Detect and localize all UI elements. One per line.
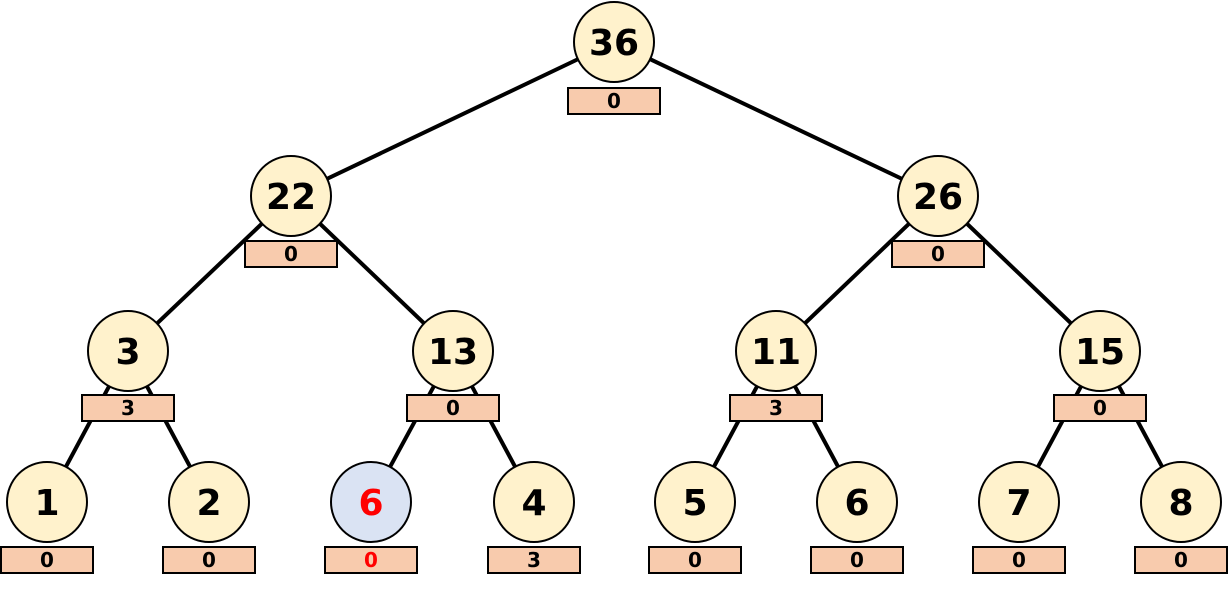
tag-box: [1134, 546, 1228, 574]
node-value: 1: [34, 483, 59, 524]
node-circle: [87, 310, 169, 392]
node-circle: [735, 310, 817, 392]
tree-node: 33: [81, 310, 175, 422]
node-value: 2: [196, 483, 221, 524]
tree-node: 15 0: [1053, 310, 1147, 422]
tag-value: 3: [121, 396, 135, 420]
node-value: 13: [428, 332, 478, 373]
tag-box: [1053, 394, 1147, 422]
node-circle: [573, 1, 655, 83]
node-circle: [897, 155, 979, 237]
tag-value: 0: [202, 548, 216, 572]
tag-value: 3: [769, 396, 783, 420]
tree-node: 20: [162, 461, 256, 574]
tag-box: [567, 87, 661, 115]
tag-value: 0: [1012, 548, 1026, 572]
node-value: 8: [1168, 483, 1193, 524]
tag-box: [324, 546, 418, 574]
tag-value: 0: [40, 548, 54, 572]
tag-value: 3: [527, 548, 541, 572]
tag-value: 0: [1093, 396, 1107, 420]
tag-box: [406, 394, 500, 422]
node-circle: [654, 461, 736, 543]
tag-value: 0: [931, 242, 945, 266]
node-circle: [330, 461, 412, 543]
tag-box: [244, 240, 338, 268]
tree-edge: [290, 40, 615, 198]
tree-node: 10: [0, 461, 94, 574]
tag-value: 0: [607, 89, 621, 113]
tree-node: 36 0: [567, 1, 661, 115]
tag-value: 0: [284, 242, 298, 266]
node-circle: [1140, 461, 1222, 543]
tag-value: 0: [688, 548, 702, 572]
tag-value: 0: [364, 548, 378, 572]
tree-node: 50: [648, 461, 742, 574]
node-value: 15: [1075, 332, 1125, 373]
tree-node: 26 0: [891, 155, 985, 268]
tag-value: 0: [850, 548, 864, 572]
tree-node: 70: [972, 461, 1066, 574]
node-value: 6: [358, 483, 383, 524]
node-circle: [493, 461, 575, 543]
tag-box: [162, 546, 256, 574]
tag-value: 0: [446, 396, 460, 420]
node-circle: [978, 461, 1060, 543]
node-circle: [412, 310, 494, 392]
node-value: 3: [115, 332, 140, 373]
node-value: 4: [521, 483, 546, 524]
tag-box: [487, 546, 581, 574]
node-circle: [6, 461, 88, 543]
tree-edge: [613, 40, 939, 198]
node-value: 22: [266, 177, 316, 218]
tag-box: [810, 546, 904, 574]
tag-value: 0: [1174, 548, 1188, 572]
node-circle: [1059, 310, 1141, 392]
tree-node: 13 0: [406, 310, 500, 422]
tree-node: 11 3: [729, 310, 823, 422]
tree-node: 60: [810, 461, 904, 574]
tag-box: [729, 394, 823, 422]
tag-box: [648, 546, 742, 574]
node-value: 36: [589, 23, 639, 64]
tag-box: [891, 240, 985, 268]
node-value: 6: [844, 483, 869, 524]
tag-box: [972, 546, 1066, 574]
node-value: 26: [913, 177, 963, 218]
tree-node: 22 0: [244, 155, 338, 268]
node-circle: [816, 461, 898, 543]
node-value: 5: [682, 483, 707, 524]
tree-node: 60: [324, 461, 418, 574]
tag-box: [0, 546, 94, 574]
tag-box: [81, 394, 175, 422]
node-circle: [250, 155, 332, 237]
tree-node: 43: [487, 461, 581, 574]
node-value: 7: [1006, 483, 1031, 524]
node-circle: [168, 461, 250, 543]
tree-node: 80: [1134, 461, 1228, 574]
node-value: 11: [751, 332, 801, 373]
